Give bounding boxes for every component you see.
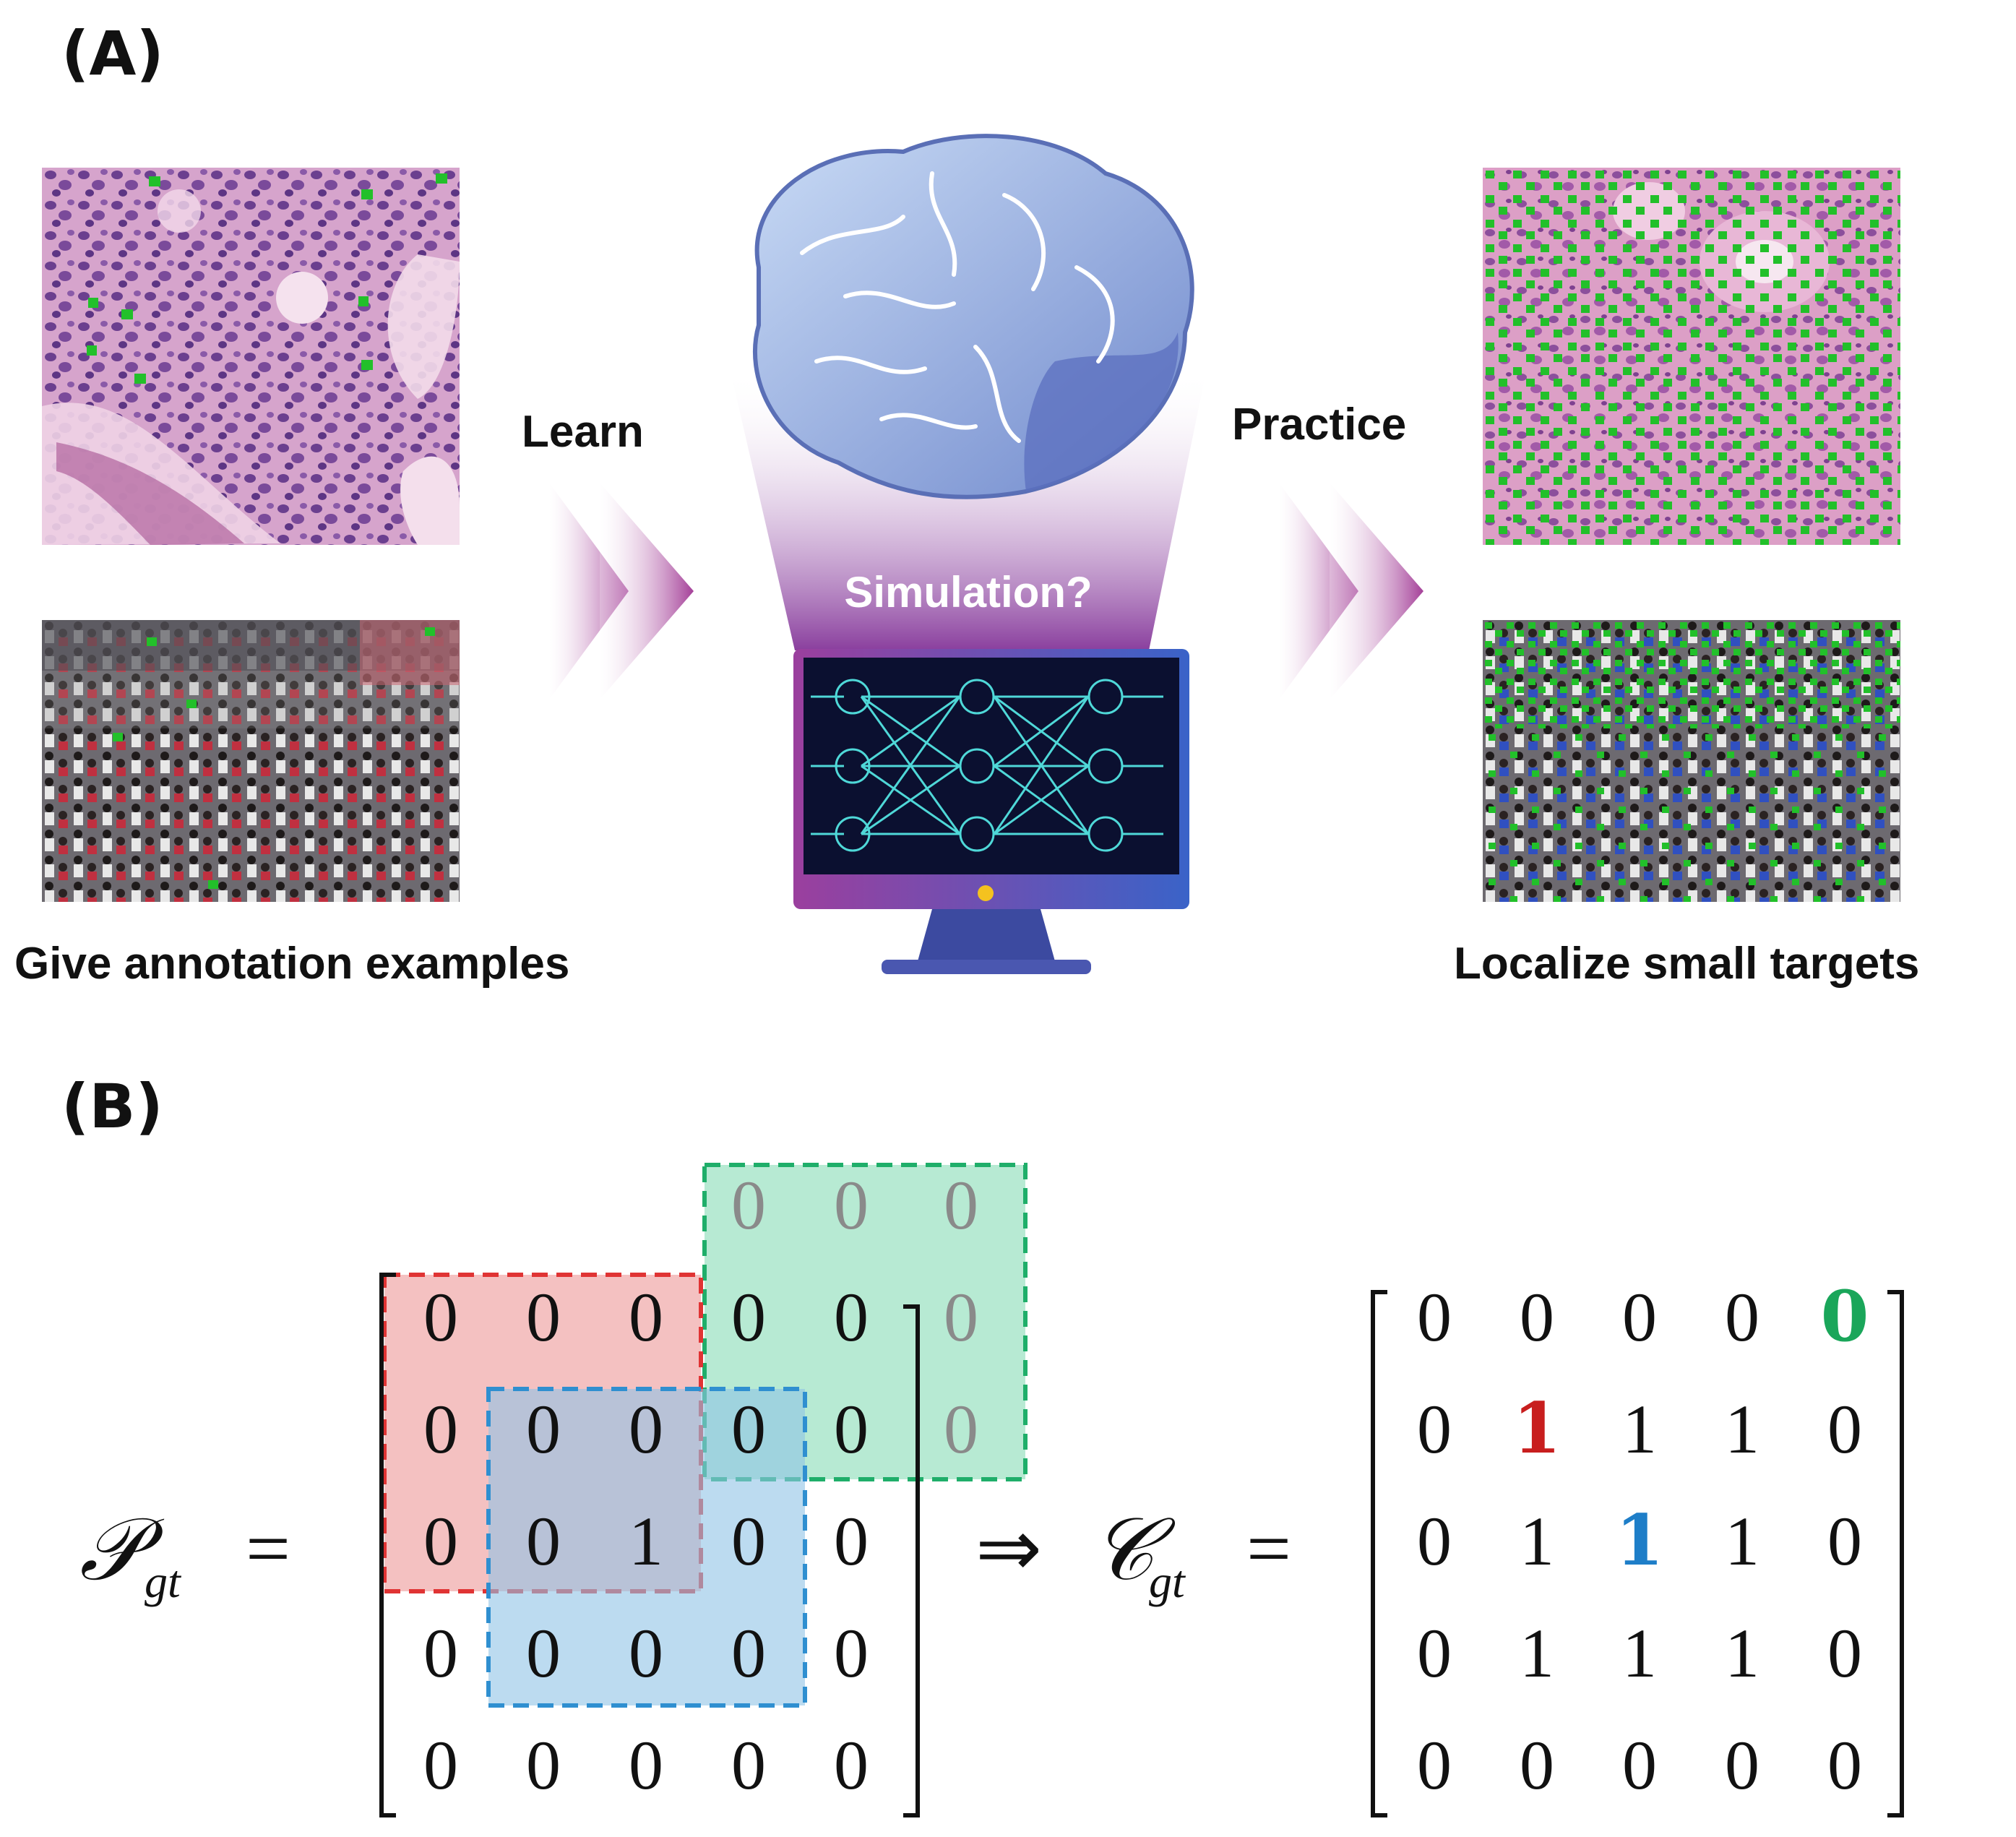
c-matrix-cell: 0 bbox=[1725, 1278, 1759, 1356]
c-matrix-cell: 0 bbox=[1417, 1614, 1452, 1692]
blue-window bbox=[486, 1387, 807, 1708]
annotation-dots bbox=[1483, 728, 1900, 902]
histology-example-image bbox=[42, 168, 460, 545]
c-matrix-cell: 0 bbox=[1520, 1726, 1554, 1804]
practice-arrow-icon bbox=[1272, 483, 1431, 700]
p-matrix-left-bracket bbox=[379, 1273, 396, 1817]
p-matrix-cell: 0 bbox=[526, 1614, 561, 1692]
c-matrix-cell: 0 bbox=[1417, 1502, 1452, 1580]
c-matrix-cell: 1 bbox=[1622, 1614, 1657, 1692]
p-matrix-cell: 0 bbox=[526, 1278, 561, 1356]
p-matrix-cell: 0 bbox=[834, 1614, 869, 1692]
c-matrix-highlight-cell: 1 bbox=[1513, 1388, 1561, 1469]
p-matrix-cell: 0 bbox=[731, 1278, 766, 1356]
right-caption: Localize small targets bbox=[1454, 939, 1920, 989]
panel-a-label: (A) bbox=[61, 18, 164, 89]
c-matrix-cell: 1 bbox=[1725, 1390, 1759, 1468]
histology-result-image bbox=[1483, 168, 1900, 545]
c-matrix-cell: 0 bbox=[1827, 1502, 1862, 1580]
p-matrix-cell: 0 bbox=[423, 1390, 458, 1468]
implies-arrow: ⇒ bbox=[975, 1505, 1042, 1593]
c-matrix-cell: 0 bbox=[1827, 1614, 1862, 1692]
p-matrix-cell: 0 bbox=[526, 1726, 561, 1804]
c-matrix-cell: 0 bbox=[1827, 1726, 1862, 1804]
p-matrix-cell: 0 bbox=[834, 1502, 869, 1580]
p-matrix-cell: 0 bbox=[834, 1726, 869, 1804]
p-matrix-cell: 0 bbox=[423, 1614, 458, 1692]
padding-cell: 0 bbox=[944, 1390, 978, 1468]
simulation-label: Simulation? bbox=[844, 568, 1092, 616]
neural-network-icon bbox=[811, 679, 1163, 852]
c-matrix-cell: 0 bbox=[1417, 1726, 1452, 1804]
padding-cell: 0 bbox=[944, 1278, 978, 1356]
padding-cell: 0 bbox=[944, 1166, 978, 1244]
padding-cell: 0 bbox=[834, 1166, 869, 1244]
p-matrix-cell: 0 bbox=[629, 1278, 663, 1356]
c-matrix-cell: 0 bbox=[1520, 1278, 1554, 1356]
p-matrix-cell: 0 bbox=[423, 1278, 458, 1356]
p-matrix-cell: 0 bbox=[731, 1614, 766, 1692]
equals-sign-2: = bbox=[1246, 1505, 1291, 1593]
c-matrix-cell: 0 bbox=[1622, 1726, 1657, 1804]
p-matrix-cell: 0 bbox=[526, 1502, 561, 1580]
learn-arrow-icon bbox=[542, 483, 701, 700]
c-matrix-cell: 1 bbox=[1725, 1614, 1759, 1692]
c-matrix-cell: 1 bbox=[1725, 1502, 1759, 1580]
padding-cell: 0 bbox=[731, 1166, 766, 1244]
learn-label: Learn bbox=[522, 407, 644, 457]
p-matrix-cell: 0 bbox=[731, 1502, 766, 1580]
crowd-example-image bbox=[42, 620, 460, 902]
crowd-result-image bbox=[1483, 620, 1900, 902]
c-matrix-highlight-cell: 1 bbox=[1616, 1500, 1664, 1581]
c-matrix-cell: 0 bbox=[1417, 1278, 1452, 1356]
c-matrix-cell: 0 bbox=[1417, 1390, 1452, 1468]
c-matrix-cell: 1 bbox=[1520, 1614, 1554, 1692]
p-matrix-cell: 0 bbox=[629, 1390, 663, 1468]
left-caption: Give annotation examples bbox=[14, 939, 570, 989]
c-matrix-cell: 0 bbox=[1827, 1390, 1862, 1468]
panel-b-label: (B) bbox=[61, 1071, 163, 1142]
annotation-dots bbox=[1483, 168, 1900, 545]
equals-sign-1: = bbox=[246, 1505, 290, 1593]
c-matrix-cell: 0 bbox=[1725, 1726, 1759, 1804]
p-matrix-cell: 0 bbox=[834, 1278, 869, 1356]
brain-simulation-illustration: Simulation? bbox=[715, 130, 1221, 983]
annotation-dots bbox=[1483, 620, 1900, 728]
p-gt-subscript: gt bbox=[145, 1556, 182, 1607]
p-matrix-cell: 0 bbox=[629, 1726, 663, 1804]
p-matrix-cell: 1 bbox=[629, 1502, 663, 1580]
p-matrix-cell: 0 bbox=[423, 1502, 458, 1580]
annotation-dots bbox=[113, 627, 435, 889]
c-matrix-right-bracket bbox=[1887, 1290, 1904, 1817]
p-matrix-cell: 0 bbox=[526, 1390, 561, 1468]
p-matrix-cell: 0 bbox=[629, 1614, 663, 1692]
p-matrix-cell: 0 bbox=[731, 1726, 766, 1804]
c-gt-subscript: gt bbox=[1149, 1556, 1186, 1607]
practice-label: Practice bbox=[1232, 400, 1407, 449]
annotation-dots bbox=[87, 173, 447, 384]
c-matrix-highlight-cell: 0 bbox=[1821, 1275, 1869, 1357]
p-matrix-cell: 0 bbox=[731, 1390, 766, 1468]
c-matrix-cell: 0 bbox=[1622, 1278, 1657, 1356]
p-matrix-cell: 0 bbox=[834, 1390, 869, 1468]
p-matrix-right-bracket bbox=[903, 1304, 920, 1817]
c-matrix-left-bracket bbox=[1371, 1290, 1387, 1817]
c-matrix-cell: 1 bbox=[1520, 1502, 1554, 1580]
p-matrix-cell: 0 bbox=[423, 1726, 458, 1804]
c-matrix-cell: 1 bbox=[1622, 1390, 1657, 1468]
